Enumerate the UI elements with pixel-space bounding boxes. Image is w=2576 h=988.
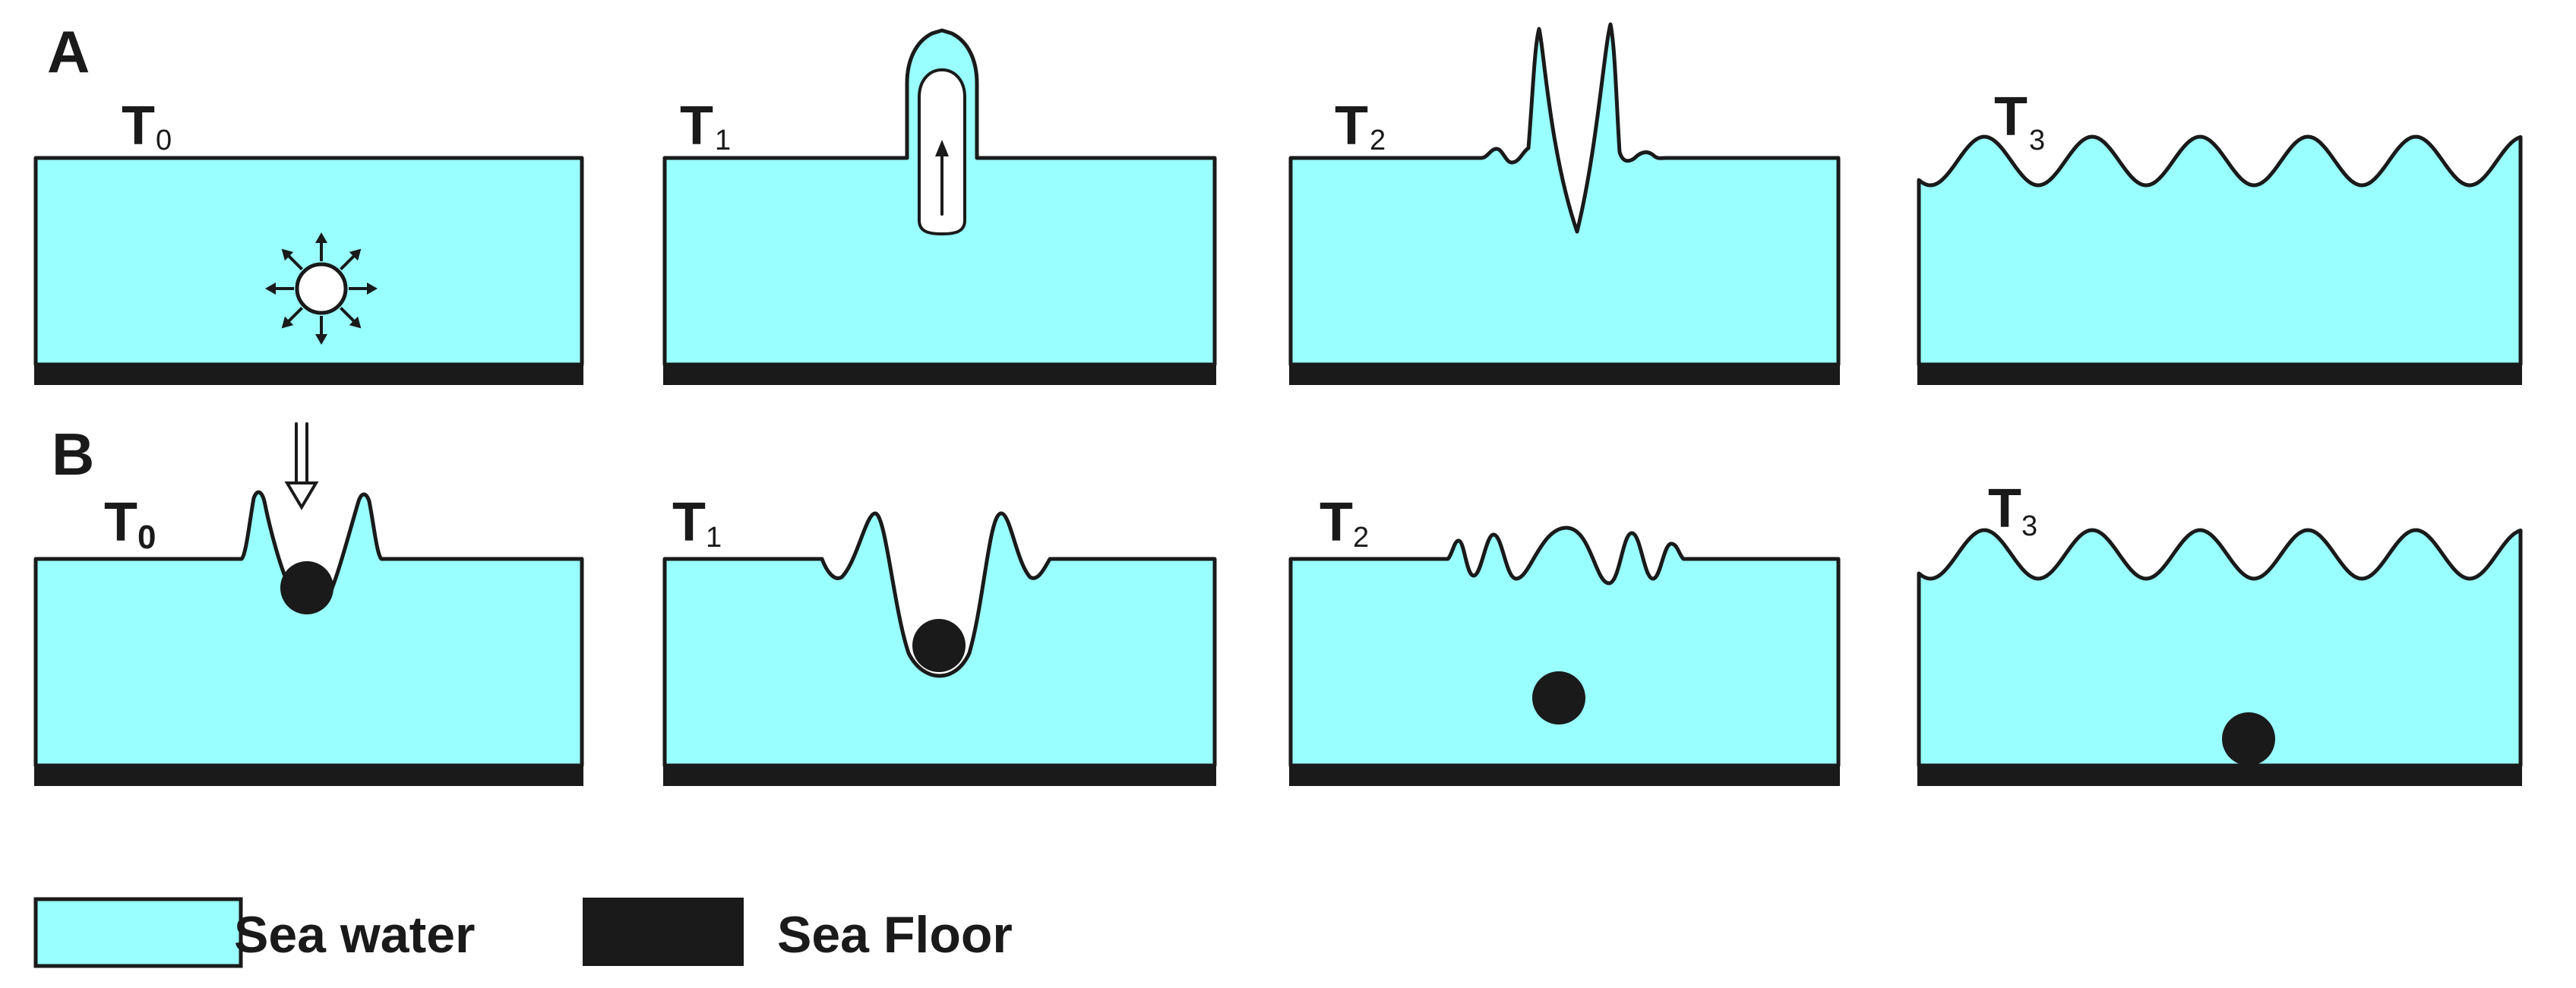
burst-arrow-head bbox=[367, 283, 378, 295]
burst-arrow-head bbox=[349, 248, 362, 261]
sea-water-b-t3 bbox=[1917, 528, 2523, 768]
sea-floor-b-t1 bbox=[663, 765, 1216, 786]
time-subscript-a-t3: 3 bbox=[2029, 125, 2045, 156]
burst-arrow-head bbox=[315, 334, 327, 345]
impactor-ball bbox=[2222, 712, 2275, 765]
time-label-b-t2: T bbox=[1320, 492, 1353, 553]
upward-arrow-icon bbox=[935, 140, 949, 216]
burst-arrow-head bbox=[281, 316, 294, 329]
panel-a-t0: T 0 bbox=[33, 96, 584, 385]
panel-a-t1: T 1 bbox=[662, 28, 1217, 385]
panel-a-t2: T 2 bbox=[1288, 22, 1841, 385]
downward-arrow-icon bbox=[284, 422, 319, 510]
panel-b-t0: T 0 bbox=[33, 422, 584, 786]
legend-swatch-sea-water bbox=[33, 897, 243, 968]
time-label-a-t2: T bbox=[1335, 96, 1368, 156]
panel-b-t2: T 2 bbox=[1288, 492, 1841, 786]
burst-arrow-head bbox=[349, 316, 362, 329]
explosion-icon bbox=[265, 232, 378, 345]
burst-arrow-head bbox=[315, 232, 327, 243]
sea-water-a-t3 bbox=[1917, 134, 2523, 367]
burst-arrow-shaft bbox=[286, 307, 303, 324]
time-subscript-a-t1: 1 bbox=[715, 125, 731, 156]
sea-floor-b-t0 bbox=[34, 765, 583, 786]
sea-floor-a-t0 bbox=[34, 365, 583, 385]
burst-arrow-shaft bbox=[340, 307, 356, 324]
row-label-a: A bbox=[47, 18, 90, 85]
time-subscript-b-t1: 1 bbox=[706, 522, 722, 554]
sea-water-a-t0 bbox=[33, 156, 584, 367]
time-subscript-a-t2: 2 bbox=[1370, 125, 1386, 156]
sea-water-b-t1 bbox=[662, 511, 1217, 768]
sea-floor-a-t1 bbox=[663, 365, 1216, 385]
sea-floor-a-t2 bbox=[1289, 365, 1840, 385]
time-label-b-t3: T bbox=[1988, 478, 2021, 539]
time-subscript-b-t3: 3 bbox=[2021, 510, 2037, 542]
panel-b-t3: T 3 bbox=[1917, 478, 2523, 786]
time-subscript-b-t2: 2 bbox=[1353, 522, 1369, 554]
row-label-b: B bbox=[52, 421, 94, 488]
impactor-ball bbox=[912, 619, 966, 672]
legend-label-sea-water: Sea water bbox=[234, 906, 476, 964]
legend-label-sea-floor: Sea Floor bbox=[777, 906, 1013, 964]
time-label-a-t0: T bbox=[122, 96, 155, 156]
time-label-a-t3: T bbox=[1994, 87, 2028, 147]
impactor-ball bbox=[1532, 671, 1585, 724]
impactor-ball bbox=[280, 561, 333, 614]
sea-floor-b-t2 bbox=[1289, 765, 1840, 786]
sea-floor-b-t3 bbox=[1917, 765, 2522, 786]
legend: Sea water Sea Floor bbox=[33, 897, 1013, 968]
burst-arrow-shaft bbox=[286, 254, 303, 270]
burst-arrow-head bbox=[281, 248, 294, 261]
sea-water-a-t2 bbox=[1288, 22, 1841, 367]
time-subscript-b-t0: 0 bbox=[137, 519, 156, 556]
legend-swatch-sea-floor bbox=[583, 898, 744, 966]
time-label-a-t1: T bbox=[680, 96, 713, 156]
time-label-b-t1: T bbox=[672, 492, 706, 553]
sea-floor-a-t3 bbox=[1917, 365, 2522, 385]
burst-arrow-head bbox=[265, 283, 276, 295]
panel-a-t3: T 3 bbox=[1917, 87, 2523, 385]
sea-water-b-t2 bbox=[1288, 526, 1841, 768]
time-label-b-t0: T bbox=[104, 492, 137, 553]
panel-b-t1: T 1 bbox=[662, 492, 1217, 786]
time-subscript-a-t0: 0 bbox=[156, 125, 172, 156]
burst-arrow-shaft bbox=[340, 254, 356, 270]
